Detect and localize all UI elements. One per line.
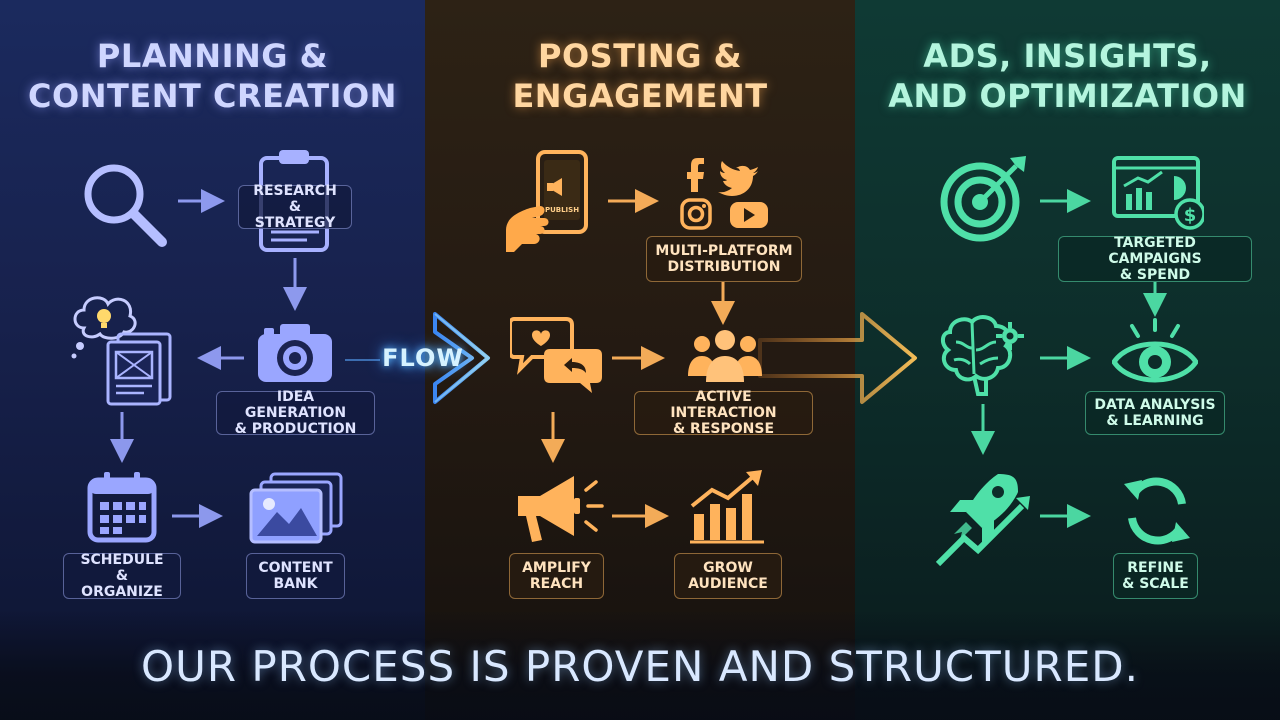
lightbulb-thought-icon xyxy=(70,288,140,360)
big-flow-arrow-2 xyxy=(758,312,917,404)
brain-gear-icon xyxy=(936,312,1028,396)
multi-platform-label: MULTI-PLATFORM DISTRIBUTION xyxy=(646,236,802,282)
image-stack-icon xyxy=(249,472,343,544)
active-interaction-label: ACTIVE INTERACTION & RESPONSE xyxy=(634,389,813,437)
youtube-icon xyxy=(730,202,768,228)
target-icon xyxy=(940,152,1030,244)
phone-publish-icon: PUBLISH xyxy=(500,148,600,254)
bottom-fade xyxy=(0,610,1280,720)
posting-panel xyxy=(425,0,855,720)
twitter-icon xyxy=(718,161,758,196)
ads-connectors xyxy=(971,189,1167,528)
targeted-campaigns-label: TARGETED CAMPAIGNS & SPEND xyxy=(1058,235,1252,283)
camera-icon xyxy=(256,322,334,384)
research-strategy-label: RESEARCH & STRATEGY xyxy=(238,183,352,231)
svg-text:$: $ xyxy=(1184,205,1197,226)
refresh-icon xyxy=(1120,474,1194,548)
instagram-icon xyxy=(680,198,712,230)
chat-bubbles-icon xyxy=(510,313,604,393)
big-flow-arrow-1 xyxy=(345,312,490,404)
amplify-reach-label: AMPLIFY REACH xyxy=(509,553,604,599)
facebook-icon xyxy=(687,158,704,192)
analytics-dollar-icon: $ xyxy=(1112,156,1204,232)
megaphone-icon xyxy=(512,470,606,548)
posting-title: POSTING & ENGAGEMENT xyxy=(512,37,768,115)
calendar-icon xyxy=(86,470,158,544)
phone-publish-text: PUBLISH xyxy=(545,206,579,214)
rocket-growth-icon xyxy=(936,470,1032,566)
planning-title: PLANNING & CONTENT CREATION xyxy=(28,37,397,115)
ads-title: ADS, INSIGHTS, AND OPTIMIZATION xyxy=(888,37,1247,115)
document-draft-icon xyxy=(104,330,174,408)
grow-audience-label: GROW AUDIENCE xyxy=(674,553,782,599)
planning-connectors xyxy=(110,189,307,528)
posting-connectors xyxy=(541,189,735,528)
refine-scale-label: REFINE & SCALE xyxy=(1113,553,1198,599)
people-group-icon xyxy=(688,328,762,384)
social-platforms-icon xyxy=(678,152,778,230)
schedule-organize-label: SCHEDULE & ORGANIZE xyxy=(63,552,181,600)
growth-chart-icon xyxy=(688,468,768,546)
content-bank-label: CONTENT BANK xyxy=(246,553,345,599)
flow-label: FLOW xyxy=(382,344,464,372)
idea-generation-label: IDEA GENERATION & PRODUCTION xyxy=(216,389,375,437)
eye-icon xyxy=(1112,318,1198,392)
magnifier-icon xyxy=(78,160,170,250)
data-analysis-label: DATA ANALYSIS & LEARNING xyxy=(1085,391,1225,435)
tagline: OUR PROCESS IS PROVEN AND STRUCTURED. xyxy=(141,642,1139,691)
